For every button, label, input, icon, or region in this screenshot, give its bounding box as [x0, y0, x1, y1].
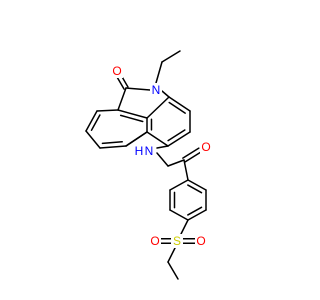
svg-text:O: O: [201, 140, 210, 154]
bond-c8b-c8c: [117, 109, 148, 119]
bond-c7-c6: [85, 130, 101, 149]
bond-c2a-c3: [168, 96, 191, 112]
bond-n-c2a: [161, 90, 170, 98]
molecule-structure-diagram: O N N H O S O O: [85, 50, 212, 280]
atom-label-sulfonyl-sulfur: S: [171, 234, 183, 248]
svg-text:O: O: [112, 64, 121, 78]
bond-c4-c5-inner: [167, 129, 186, 142]
bond-c2a-c8c: [146, 96, 170, 119]
bond-c4-c5: [167, 131, 191, 147]
bond-amide-c-o-double-a: [184, 151, 202, 163]
atom-label-sulfonyl-oxygen-left: O: [149, 234, 161, 248]
bond-c8b-c8c-inner: [119, 114, 144, 123]
bond-s-ch2: [167, 247, 176, 263]
bond-amide-c-o-double-b: [182, 147, 200, 159]
bond-c8-c7-inner: [90, 114, 101, 131]
bond-ring-6: [169, 179, 189, 191]
svg-text:N: N: [145, 144, 154, 158]
bond-ring-s: [180, 219, 189, 235]
bond-c8-c7: [85, 110, 98, 132]
bond-carbonyl-c-n: [125, 87, 151, 91]
bond-amide-c-ring: [183, 159, 189, 181]
bond-lines: [85, 50, 207, 280]
atom-label-amide-oxygen: O: [200, 140, 212, 154]
bond-shared: [125, 131, 148, 147]
bond-c5-c5a: [146, 131, 169, 147]
svg-text:N: N: [152, 83, 161, 97]
atom-label-carbonyl-oxygen: O: [111, 64, 123, 78]
atom-label-sulfonyl-oxygen-right: O: [195, 234, 207, 248]
bond-ring-3: [187, 209, 207, 221]
bond-ring-1: [187, 179, 207, 191]
bond-ring-3-inner: [187, 206, 203, 216]
svg-text:S: S: [173, 234, 181, 248]
bond-c6-c6a: [99, 145, 127, 149]
bond-ring-1-inner: [187, 184, 203, 194]
bond-carbonyl-c-c8b: [117, 87, 127, 111]
bond-amide-c-link: [167, 159, 185, 167]
atom-label-amide-hydrogen: H: [134, 144, 143, 158]
bond-c2a-c3-inner: [168, 101, 186, 114]
svg-text:O: O: [196, 234, 205, 248]
bond-n-ethyl-ch2: [155, 61, 163, 84]
atom-label-ring-nitrogen: N: [150, 83, 162, 97]
bond-nh-carbonyl-c: [156, 152, 169, 167]
bond-ring-4: [169, 209, 189, 221]
bond-ch2-ch3: [167, 261, 179, 280]
bond-ethyl-ch2-ch3: [161, 50, 181, 63]
bond-c8b-c8: [96, 109, 119, 112]
atom-label-amide-nitrogen: N: [143, 144, 155, 158]
bond-c5-nh: [156, 145, 169, 149]
bond-c-o-double-b: [116, 76, 125, 90]
svg-text:H: H: [135, 144, 144, 158]
bond-c6-c6a-inner: [101, 141, 123, 145]
svg-text:O: O: [150, 234, 159, 248]
